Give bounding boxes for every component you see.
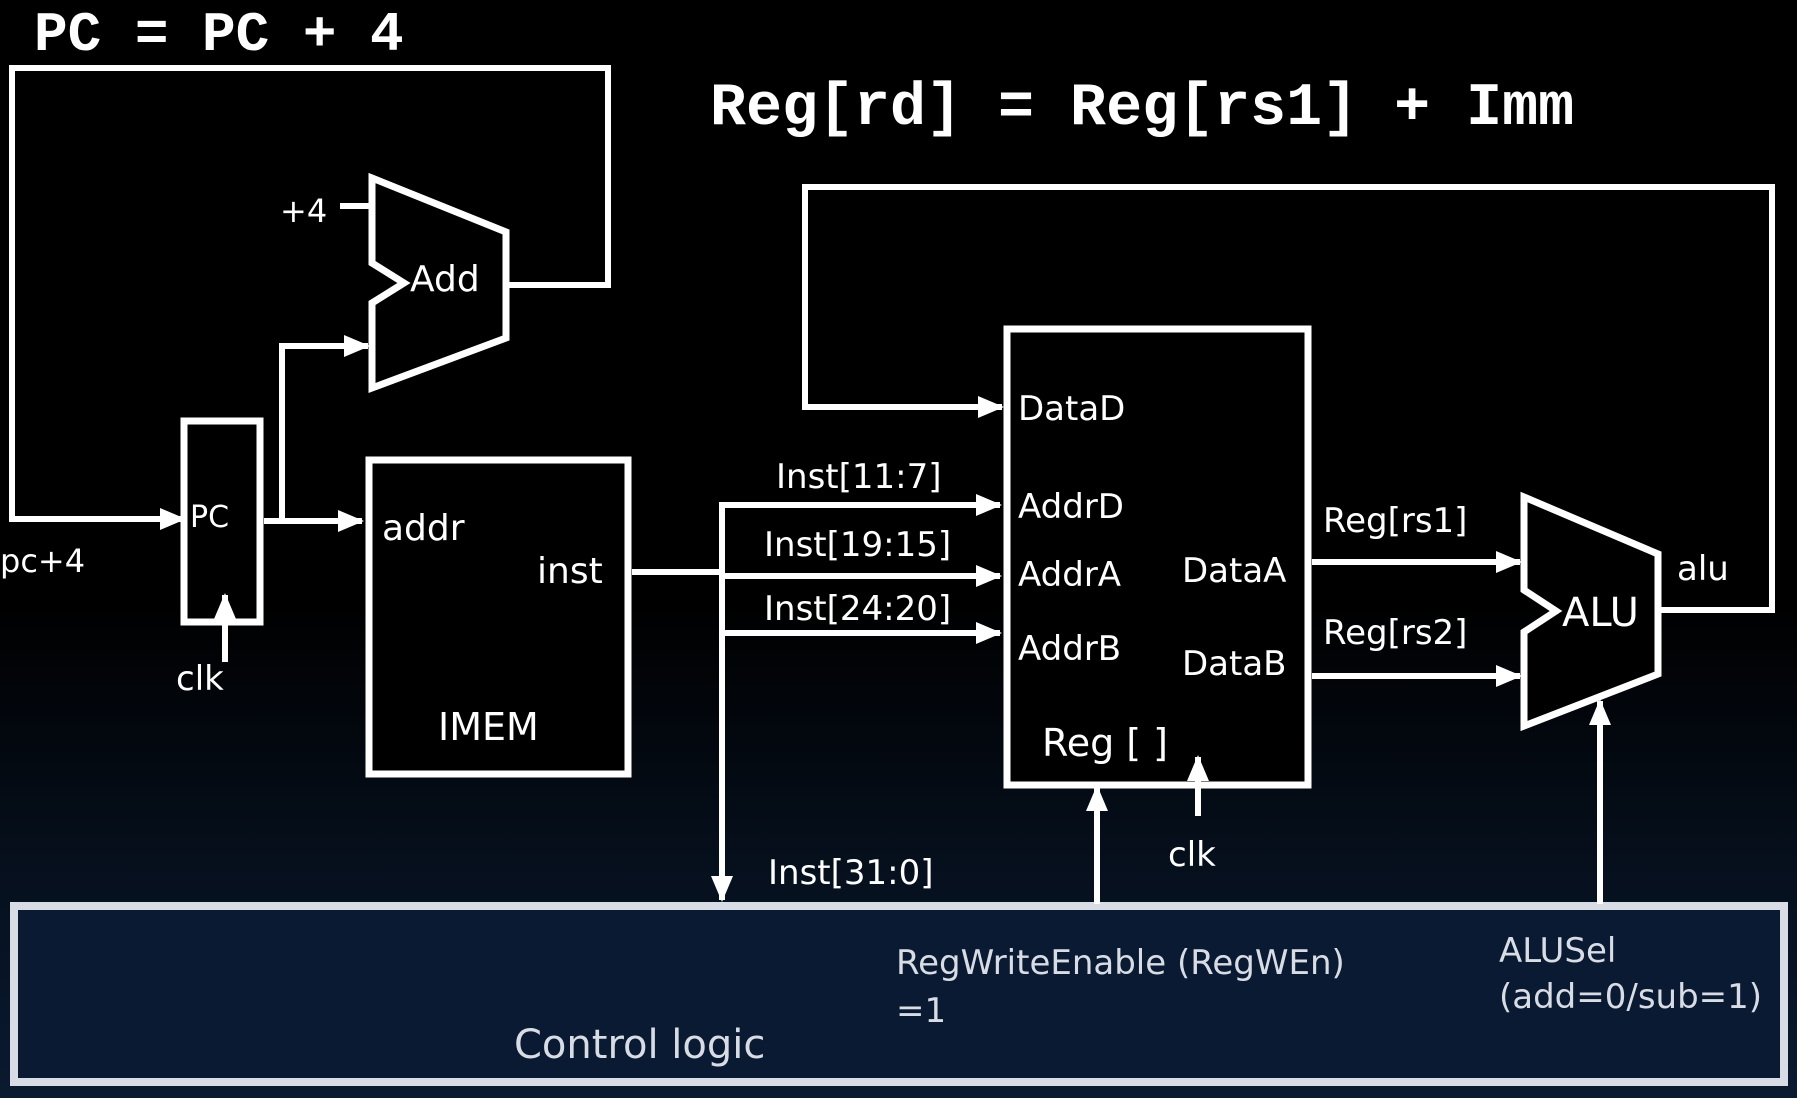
- regwen-value: =1: [896, 991, 946, 1031]
- register-file: [1003, 325, 1312, 789]
- alu-writeback-wire: [802, 184, 1775, 613]
- regfile-addra-label: AddrA: [1018, 555, 1121, 595]
- regfile-name: Reg [ ]: [1042, 721, 1168, 765]
- alu-block: [1520, 491, 1662, 732]
- const-4-label: +4: [280, 192, 327, 230]
- pc-register: [180, 417, 264, 626]
- imem-block: [365, 456, 632, 778]
- inst-rs1-label: Inst[19:15]: [764, 525, 951, 565]
- alu-name: ALU: [1562, 590, 1639, 636]
- pc-to-adder-wire: [264, 335, 370, 524]
- reg-update-equation: Reg[rd] = Reg[rs1] + Imm: [710, 75, 1574, 143]
- reg-rs1-label: Reg[rs1]: [1323, 501, 1467, 541]
- imem-addr-label: addr: [382, 508, 465, 549]
- pc-clk-label: clk: [176, 659, 224, 699]
- pc-label: PC: [190, 500, 229, 535]
- regfile-addrb-label: AddrB: [1018, 629, 1121, 669]
- regfile-clk-label: clk: [1168, 835, 1216, 875]
- control-logic-block: [10, 902, 1788, 1086]
- imem-inst-label: inst: [537, 551, 603, 592]
- regfile-datab-label: DataB: [1182, 644, 1287, 684]
- inst-full-label: Inst[31:0]: [768, 853, 934, 893]
- regfile-addrd-label: AddrD: [1018, 487, 1124, 527]
- alusel-value: (add=0/sub=1): [1499, 977, 1762, 1017]
- pc-adder: [368, 172, 510, 394]
- regfile-datad-label: DataD: [1018, 389, 1125, 429]
- control-logic-label: Control logic: [514, 1022, 765, 1068]
- reg-rs2-label: Reg[rs2]: [1323, 613, 1467, 653]
- regwen-label: RegWriteEnable (RegWEn): [896, 943, 1345, 983]
- imem-name: IMEM: [438, 705, 539, 749]
- inst-rd-label: Inst[11:7]: [776, 457, 942, 497]
- alu-out-label: alu: [1677, 549, 1729, 589]
- pc-update-equation: PC = PC + 4: [34, 3, 404, 67]
- regfile-dataa-label: DataA: [1182, 551, 1286, 591]
- pc-input-label: pc+4: [0, 542, 85, 580]
- pc-plus4-feedback-wire: [9, 65, 611, 530]
- inst-rs2-label: Inst[24:20]: [764, 589, 951, 629]
- alusel-label: ALUSel: [1499, 931, 1616, 971]
- adder-label: Add: [410, 259, 480, 300]
